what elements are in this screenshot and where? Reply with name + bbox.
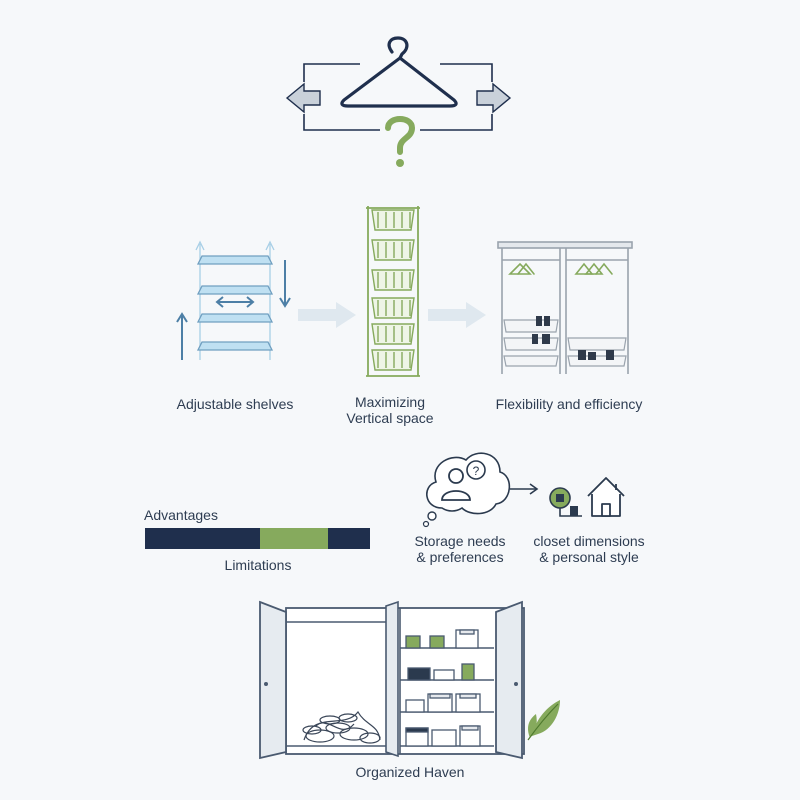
thought-bubble-person-icon: ? <box>422 452 511 528</box>
closet-dimensions-label-line1: closet dimensions <box>533 533 645 549</box>
vertical-space-label-line1: Maximizing <box>354 394 425 410</box>
flow-arrow-icon <box>298 302 356 328</box>
organized-haven-label: Organized Haven <box>355 764 465 780</box>
measure-house-icon <box>549 477 625 517</box>
basket <box>371 297 415 319</box>
arrow-left-icon <box>285 82 321 114</box>
vertical-space-label-line2: Vertical space <box>346 410 434 426</box>
neutral-segment <box>260 528 328 549</box>
advantages-label: Advantages <box>144 507 218 523</box>
organized-cabinet-icon <box>259 600 525 760</box>
basket <box>371 239 415 261</box>
arrow-right-icon <box>476 82 512 114</box>
center-door <box>385 600 399 758</box>
question-mark-icon <box>385 116 416 167</box>
basket <box>371 349 415 371</box>
right-arrow-icon <box>510 483 539 495</box>
hanger-icon <box>340 36 458 108</box>
flow-arrow-icon <box>428 302 486 328</box>
left-door <box>259 600 287 760</box>
vertical-storage-tower-icon <box>366 206 420 377</box>
messy-clothes-pile <box>302 710 381 744</box>
right-door <box>495 600 523 760</box>
advantages-segment <box>145 528 260 549</box>
bracket-lines <box>303 63 493 131</box>
modular-closet-icon <box>497 241 633 374</box>
house-icon <box>587 477 625 517</box>
svg-text:?: ? <box>473 464 480 478</box>
limitations-label: Limitations <box>224 557 292 573</box>
basket <box>371 209 415 231</box>
basket-group <box>371 209 415 371</box>
basket <box>371 323 415 345</box>
adjustable-shelves-label: Adjustable shelves <box>176 396 294 412</box>
closet-dimensions-label-line2: & personal style <box>539 549 639 565</box>
flexibility-label: Flexibility and efficiency <box>495 396 643 412</box>
storage-needs-label-line2: & preferences <box>416 549 504 565</box>
person-icon <box>441 468 471 501</box>
measuring-tape-icon <box>549 487 582 517</box>
limitations-segment <box>328 528 370 549</box>
balance-bar <box>145 528 370 549</box>
basket <box>371 269 415 291</box>
adjustable-shelves-icon <box>176 240 291 360</box>
question-icon <box>466 460 486 480</box>
storage-needs-label-line1: Storage needs <box>414 533 506 549</box>
leaf-icon <box>527 700 560 741</box>
hanger-question-graphic <box>285 36 512 167</box>
